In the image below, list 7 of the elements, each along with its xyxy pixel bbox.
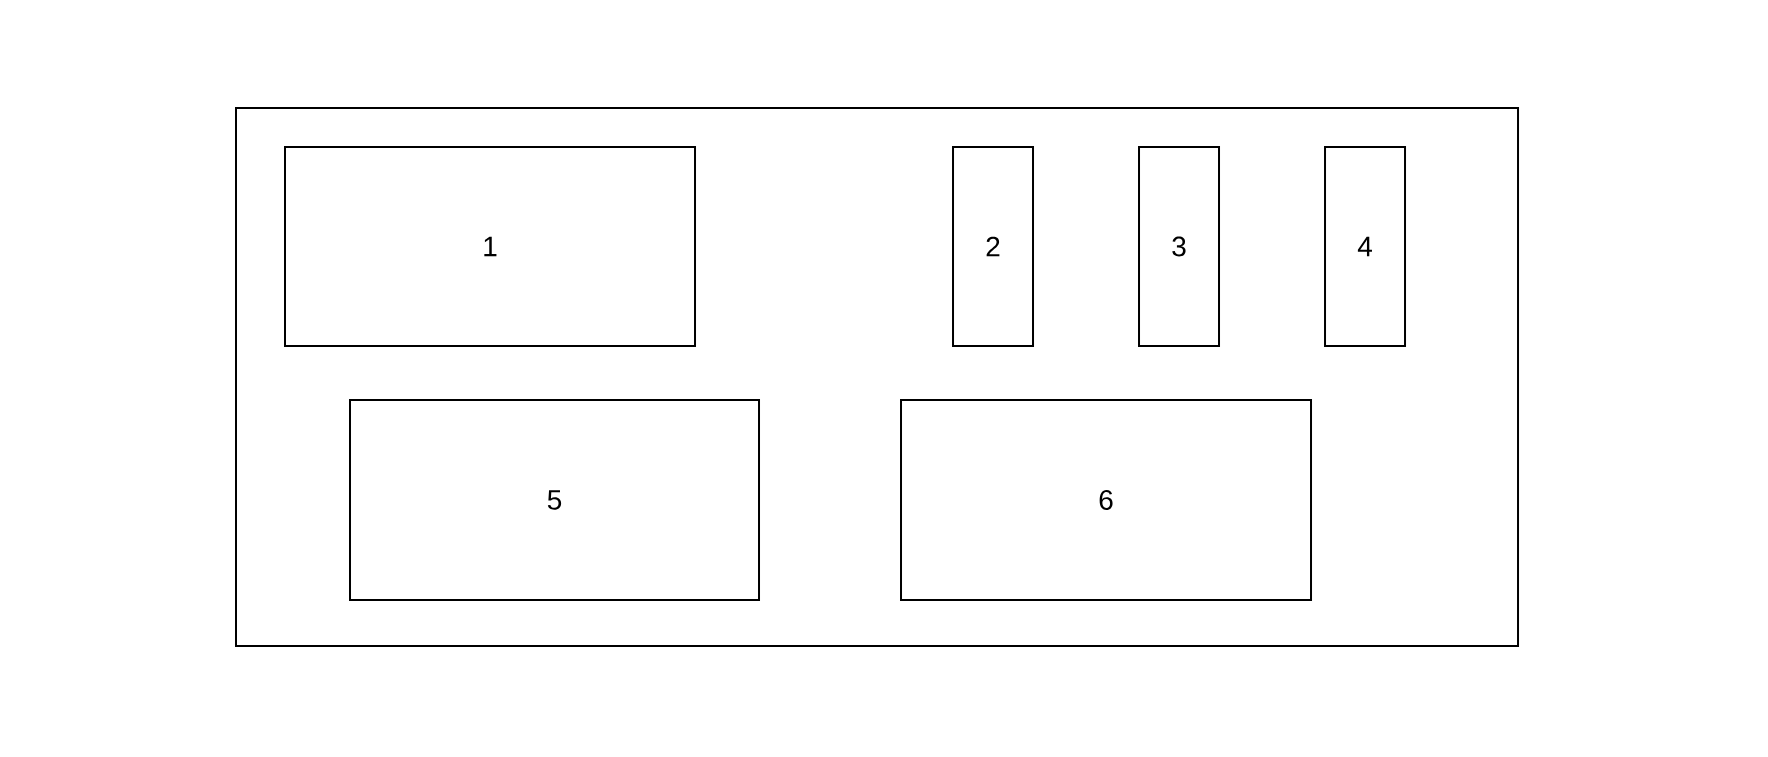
numbered-box: 6 [900,399,1312,601]
numbered-box: 5 [349,399,760,601]
numbered-box: 2 [952,146,1034,347]
numbered-box: 3 [1138,146,1220,347]
numbered-box: 4 [1324,146,1406,347]
enclosure-box [235,107,1519,647]
numbered-box: 1 [284,146,696,347]
